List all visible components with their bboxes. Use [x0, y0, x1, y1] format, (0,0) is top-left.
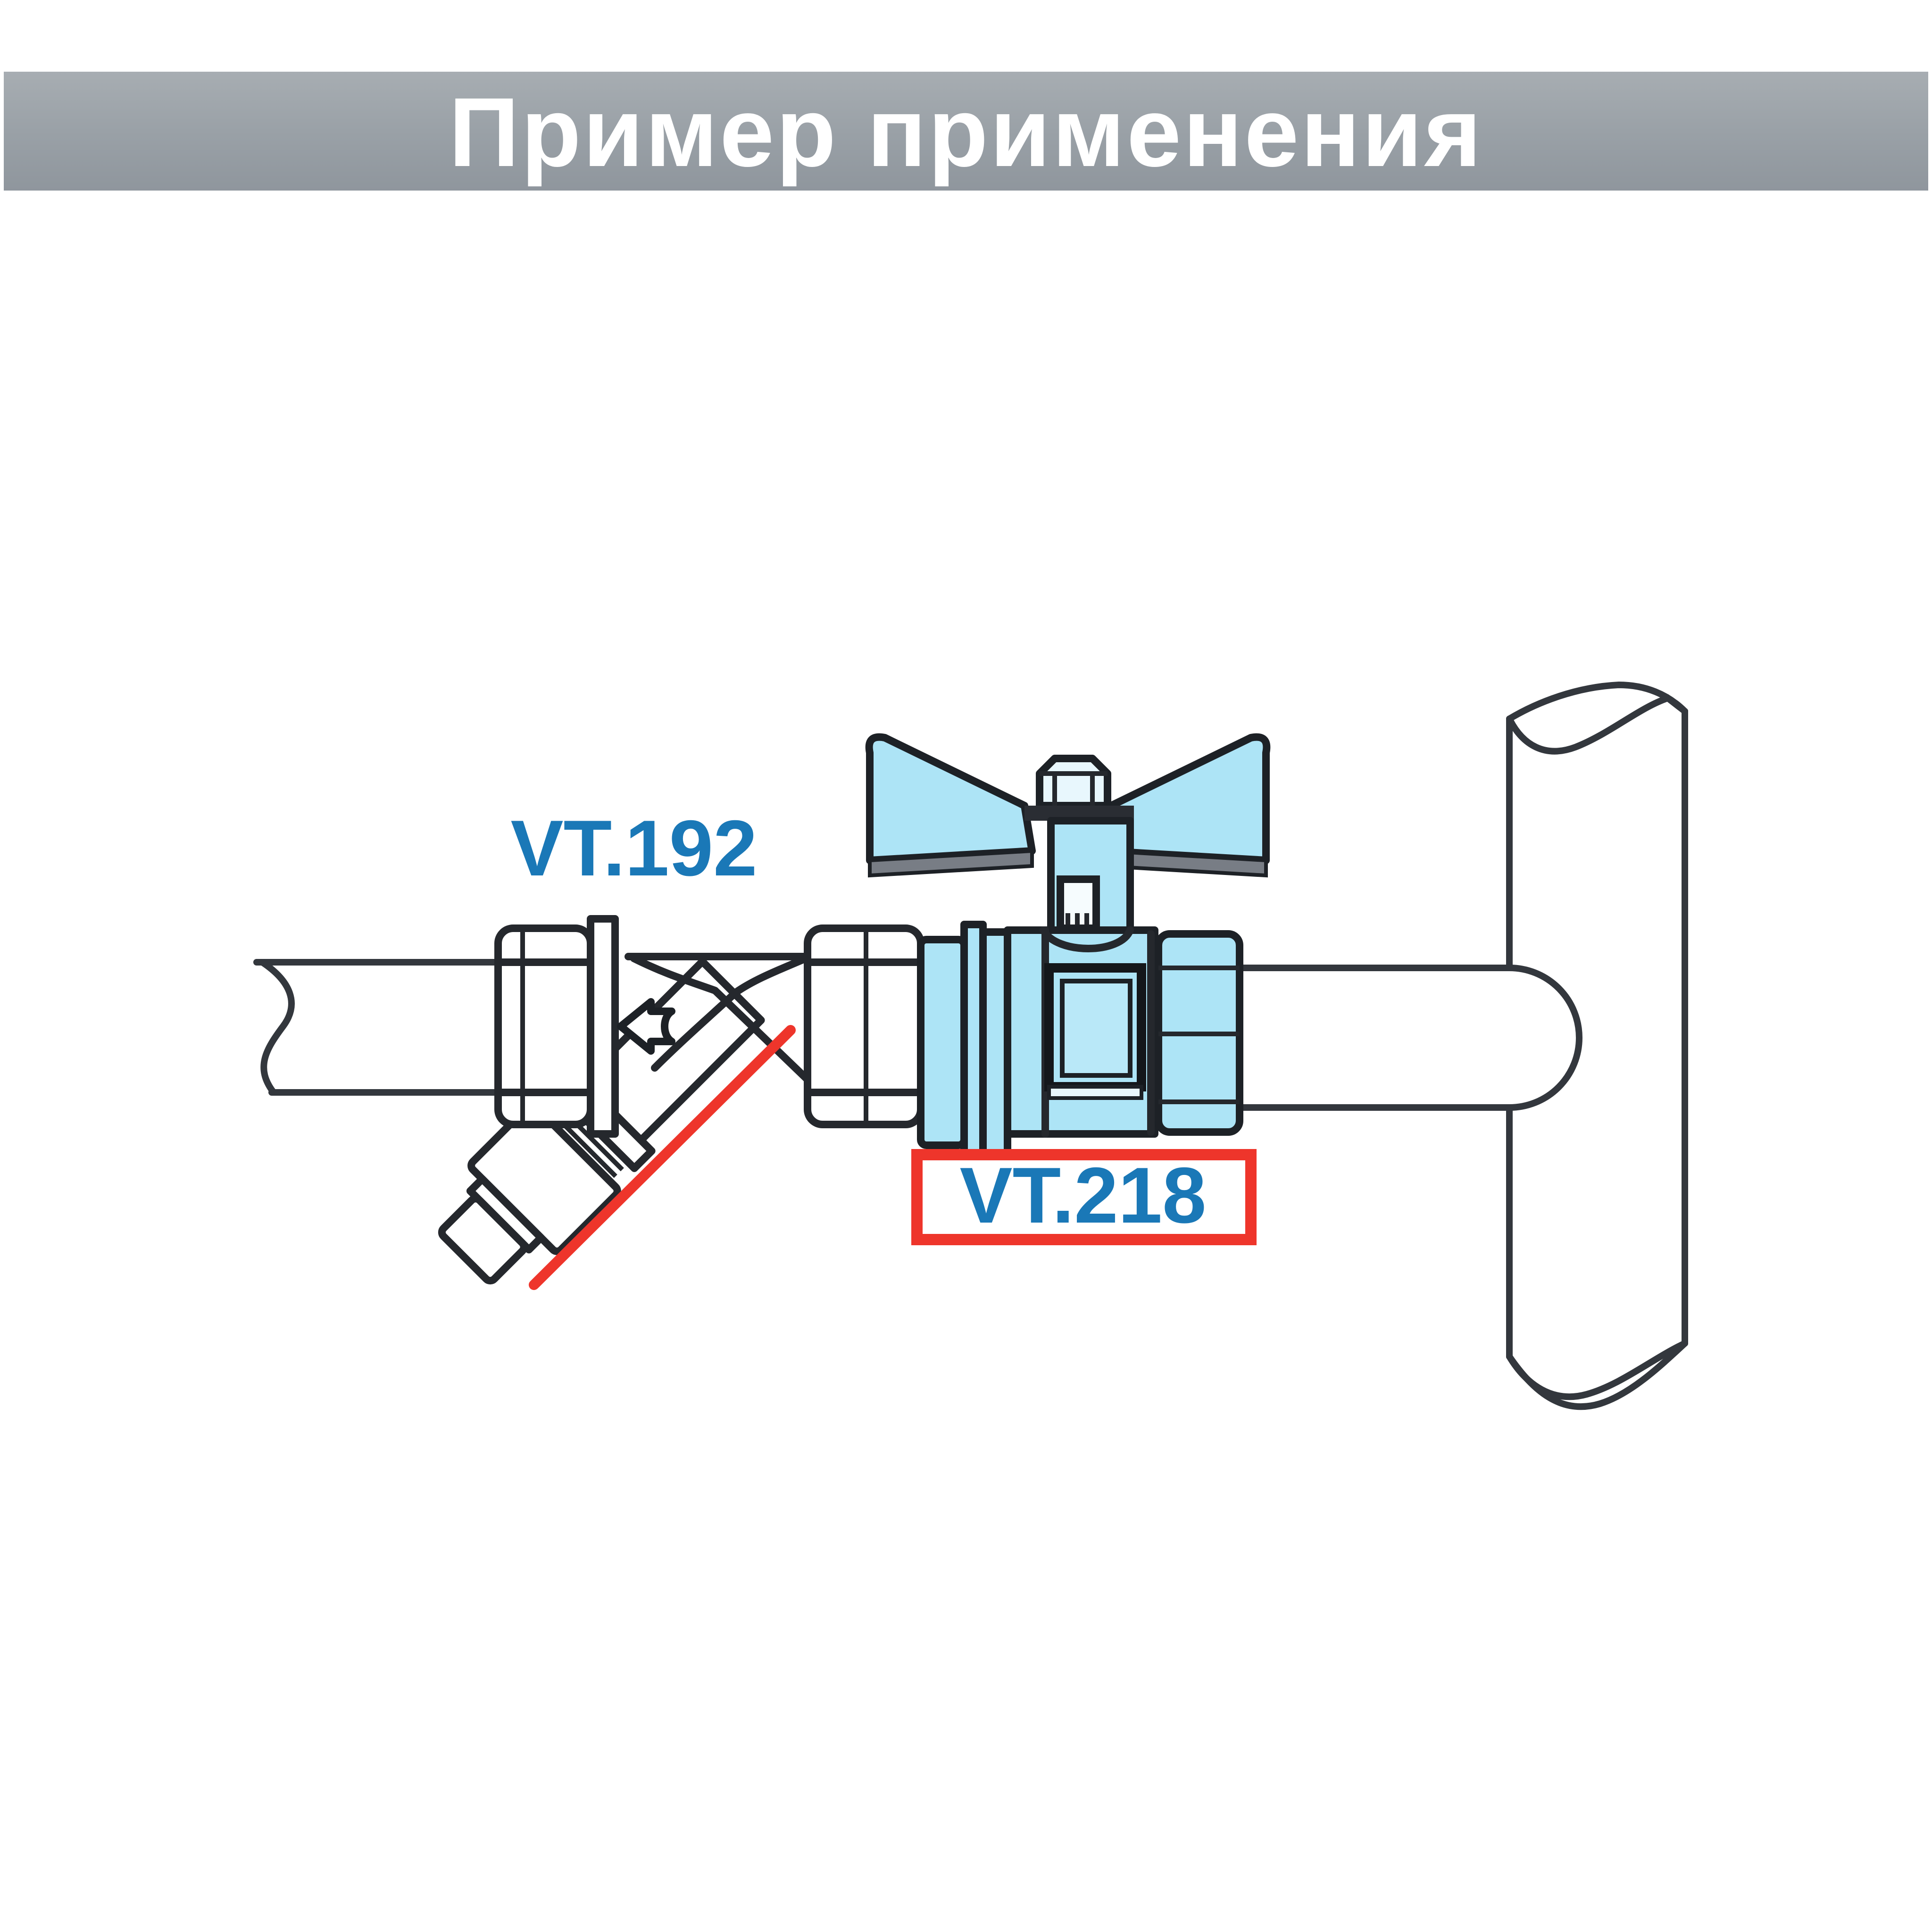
strainer-body-left-contour — [630, 955, 823, 1094]
butterfly-handle — [865, 733, 1271, 934]
page-title: Пример применения — [449, 78, 1483, 187]
left-pipe — [253, 959, 501, 1096]
right-pipe — [1236, 965, 1513, 1111]
valve-panel-lower-band — [1047, 1085, 1143, 1100]
ball-valve — [865, 733, 1271, 1162]
handle-left-wing-edge — [868, 849, 1034, 878]
flow-direction-arrow-icon — [617, 998, 675, 1055]
strainer-flange — [587, 915, 619, 1138]
red-cross-line — [529, 1025, 796, 1290]
valve-neck-arc — [1040, 926, 1134, 952]
handle-left-wing — [865, 733, 1036, 864]
valve-body-panel-inner — [1060, 979, 1133, 1078]
pipe-break-squiggle — [259, 959, 295, 1096]
pipe-break-bottom-inner — [1506, 1340, 1688, 1410]
strainer-label: VT.192 — [510, 804, 757, 892]
strainer-outlet-nut — [804, 924, 924, 1128]
valve-label-group: VT.218 — [911, 1149, 1257, 1245]
vertical-pipe — [1506, 681, 1688, 1410]
y-strainer — [438, 915, 924, 1290]
valve-union-nut — [979, 928, 1011, 1157]
pipe-break-top-inner — [1506, 681, 1688, 722]
handle-hub-nut — [1036, 755, 1111, 809]
valve-tailpiece — [917, 936, 968, 1149]
valve-outlet-end — [1147, 930, 1243, 1136]
pipe-break-top — [1506, 694, 1688, 755]
tee-connection-bulge — [1506, 965, 1582, 1111]
header-banner: Пример применения — [4, 72, 1928, 191]
strainer-inlet-nut — [494, 915, 619, 1138]
valve-label-highlight-box — [911, 1149, 1257, 1245]
valve-label: VT.218 — [959, 1151, 1206, 1240]
strainer-end-plug — [438, 1195, 528, 1285]
banner-background — [4, 72, 1928, 191]
